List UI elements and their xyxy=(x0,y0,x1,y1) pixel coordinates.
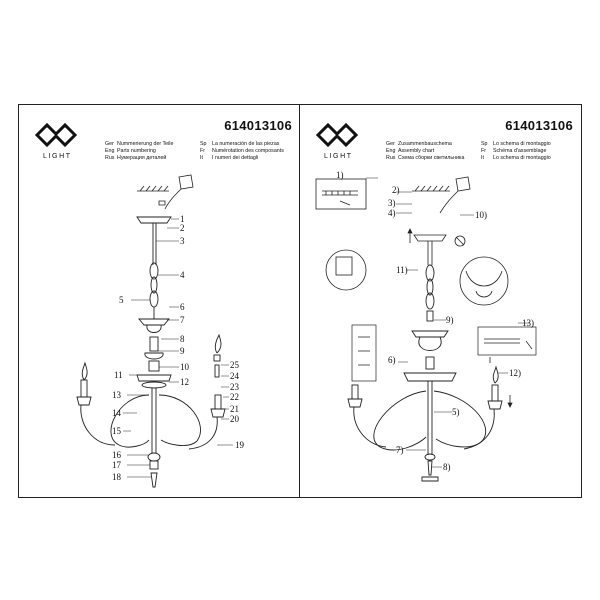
part-label: 3 xyxy=(180,236,185,246)
logo-text: LIGHT xyxy=(43,153,72,160)
page-divider xyxy=(299,104,300,498)
part-label: 2 xyxy=(180,223,185,233)
part-label: 1 xyxy=(180,214,185,224)
step-label: 12) xyxy=(509,368,521,378)
chain-icon xyxy=(425,264,435,322)
step-label: 8) xyxy=(443,462,451,472)
part-label: 18 xyxy=(112,472,122,482)
step-label: 9) xyxy=(446,315,454,325)
part-label: 8 xyxy=(180,334,185,344)
part-label: 24 xyxy=(230,371,240,381)
step-label: 3) xyxy=(388,198,396,208)
junction-box-icon xyxy=(158,174,194,210)
part-label: 4 xyxy=(180,270,185,280)
part-label: 17 xyxy=(112,460,122,470)
part-label: 19 xyxy=(235,440,245,450)
part-label: 15 xyxy=(112,426,122,436)
arrow-icons xyxy=(407,228,513,408)
infinity-logo-icon xyxy=(34,122,78,148)
part-label: 14 xyxy=(112,408,122,418)
brand-logo: LIGHT xyxy=(33,119,79,165)
chain-icon xyxy=(149,262,159,308)
step-label: 10) xyxy=(475,210,487,220)
part-label: 10 xyxy=(180,362,190,372)
canopy xyxy=(136,216,172,265)
product-code: 614013106 xyxy=(505,118,573,133)
step-label: 1) xyxy=(336,170,344,180)
part-label: 23 xyxy=(230,382,240,392)
part-label: 11 xyxy=(114,370,123,380)
ceiling-hatch-icon xyxy=(137,185,169,192)
left-arm xyxy=(76,361,150,448)
cable-detail-box xyxy=(315,178,367,210)
central-column xyxy=(403,330,457,482)
step-label: 4) xyxy=(388,208,396,218)
assembly-step-labels: 1) 2) 3) 4) 5) 6) 7) 8) 9) 10) 11) 12) 1… xyxy=(336,170,534,472)
candle-bulb-icon xyxy=(213,333,222,378)
part-label: 12 xyxy=(180,377,189,387)
step-label: 11) xyxy=(396,265,408,275)
part-label: 16 xyxy=(112,450,122,460)
part-label: 7 xyxy=(180,315,185,325)
step-label: 2) xyxy=(392,185,400,195)
part-label: 22 xyxy=(230,392,239,402)
infinity-logo-icon xyxy=(315,122,359,148)
central-column xyxy=(136,307,172,488)
part-label: 5 xyxy=(119,295,124,305)
step-label: 13) xyxy=(522,318,534,328)
ceiling-hatch-icon xyxy=(412,185,450,192)
part-label: 20 xyxy=(230,414,240,424)
logo-text: LIGHT xyxy=(324,153,353,160)
part-label: 13 xyxy=(112,390,122,400)
instruction-sheet-border xyxy=(18,104,582,498)
brand-logo: LIGHT xyxy=(314,119,360,165)
step-label: 6) xyxy=(388,355,396,365)
step-label: 7) xyxy=(396,445,404,455)
part-label: 6 xyxy=(180,302,185,312)
product-code: 614013106 xyxy=(224,118,292,133)
arms xyxy=(347,365,503,451)
junction-box-icon xyxy=(439,176,471,247)
parts-diagram: 1 2 3 4 5 6 7 8 9 10 11 12 13 14 15 16 1… xyxy=(76,174,245,488)
step-label: 5) xyxy=(452,407,460,417)
right-arm xyxy=(158,394,226,450)
canopy-detail xyxy=(325,234,509,306)
part-label: 25 xyxy=(230,360,240,370)
part-number-labels: 1 2 3 4 5 6 7 8 9 10 11 12 13 14 15 16 1… xyxy=(112,214,245,482)
wiring-detail-box xyxy=(351,324,537,382)
assembly-diagram: 1) 2) 3) 4) 5) 6) 7) 8) 9) 10) 11) 12) 1… xyxy=(315,170,537,482)
leader-lines xyxy=(123,218,233,478)
leader-lines xyxy=(366,177,530,468)
part-label: 21 xyxy=(230,404,239,414)
part-label: 9 xyxy=(180,346,185,356)
